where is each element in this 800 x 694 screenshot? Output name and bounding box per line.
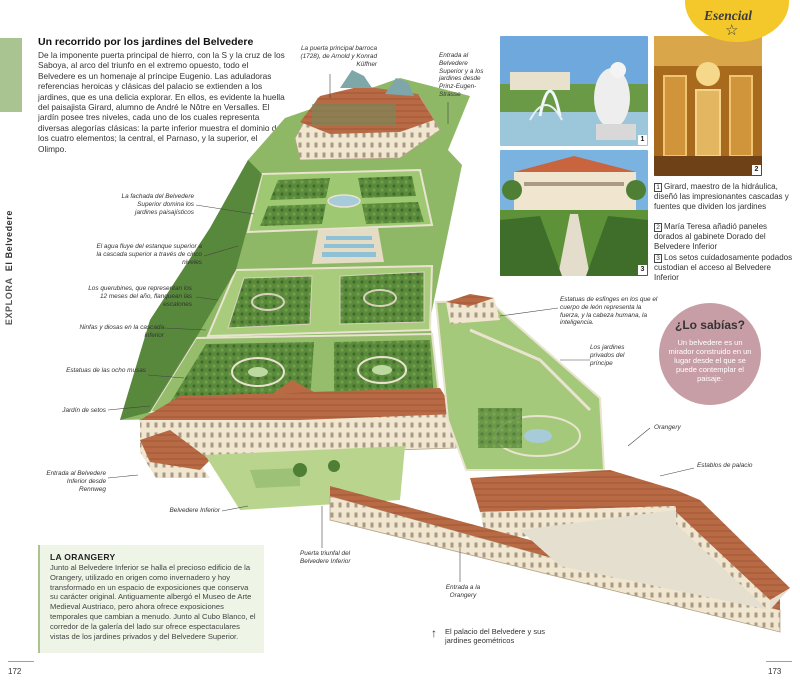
label-rennweg-entrance: Entrada al Belvedere Inferior desde Renn… — [46, 470, 106, 493]
folio-rule-left — [8, 661, 34, 662]
label-cascade-water: El agua fluye del estanque superior a la… — [96, 243, 202, 266]
section-tab — [0, 38, 22, 112]
north-arrow-icon: ↑ — [431, 626, 437, 640]
area-name: El Belvedere — [4, 210, 14, 272]
did-you-know-circle — [659, 303, 761, 405]
photo-number-3: 3 — [638, 265, 647, 275]
label-sphinx-statues: Estatuas de esfinges en los que el cuerp… — [560, 296, 658, 327]
caption-text: María Teresa añadió paneles dorados al g… — [654, 222, 768, 251]
folio-rule-right — [766, 661, 792, 662]
label-facade: La fachada del Belvedere Superior domina… — [121, 193, 194, 216]
caption-number: 3 — [654, 254, 662, 263]
label-stables: Establos de palacio — [697, 462, 753, 469]
caption-number: 1 — [654, 183, 662, 192]
orangery-sidebar-box — [38, 545, 264, 653]
label-lower-belvedere: Belvedere Inferior — [169, 507, 220, 514]
photo-hedges: 3 — [500, 150, 648, 276]
orangery-box-text: Junto al Belvedere Inferior se halla el … — [50, 563, 256, 641]
caption-text: Los setos cuidadosamente podados custodi… — [654, 253, 793, 282]
label-nymphs: Ninfas y diosas en la cascada inferior — [79, 324, 164, 339]
photo-golden-cabinet: 2 — [654, 36, 762, 176]
did-you-know-text: Un belvedere es un mirador construido en… — [668, 338, 752, 383]
label-triumphal-gate: Puerta triunfal del Belvedere Inferior — [300, 550, 351, 565]
label-cherubs: Los querubines, que representan los 12 m… — [88, 285, 192, 308]
intro-paragraph: De la imponente puerta principal de hier… — [38, 50, 285, 154]
page-number-left: 172 — [8, 667, 22, 676]
photo-number-2: 2 — [752, 165, 761, 175]
photo-fountain: 1 — [500, 36, 648, 146]
label-muses: Estatuas de las ocho musas — [66, 367, 146, 374]
section-name: EXPLORA — [4, 277, 14, 326]
label-private-gardens: Los jardines privados del príncipe — [590, 344, 625, 367]
label-main-gate: La puerta principal barroca (1728), de A… — [300, 45, 378, 68]
essential-badge-label: Esencial — [704, 8, 753, 23]
star-icon: ☆ — [725, 22, 739, 39]
caption-text: Girard, maestro de la hidráulica, diseñó… — [654, 182, 789, 211]
page-title: Un recorrido por los jardines del Belved… — [38, 36, 254, 48]
label-orangery: Orangery — [654, 424, 681, 431]
label-upper-entrance: Entrada al Belvedere Superior y a los ja… — [439, 52, 484, 98]
illustration-legend: El palacio del Belvedere y sus jardines … — [445, 627, 546, 646]
label-orangery-entrance: Entrada a la Orangery — [445, 584, 481, 599]
belvedere-illustration — [120, 70, 790, 633]
label-hedge-garden: Jardín de setos — [62, 407, 106, 414]
photo-number-1: 1 — [638, 135, 647, 145]
page-number-right: 173 — [768, 667, 782, 676]
did-you-know-title: ¿Lo sabías? — [674, 318, 745, 332]
section-label: EXPLORA El Belvedere — [4, 210, 18, 410]
caption-number: 2 — [654, 223, 662, 232]
orangery-box-title: LA ORANGERY — [50, 552, 116, 562]
